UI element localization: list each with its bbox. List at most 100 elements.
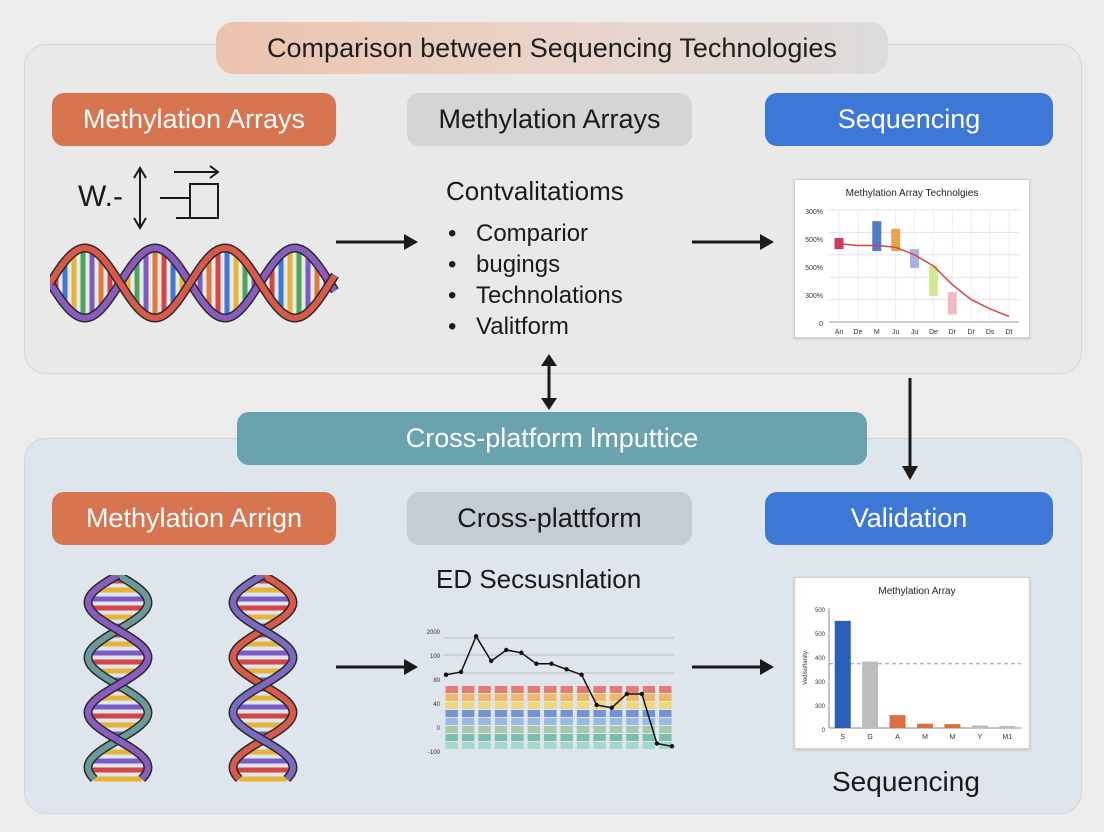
heatmap-cell — [659, 686, 672, 693]
y-tick-label: 300 — [815, 680, 826, 686]
heatmap-cell — [626, 734, 639, 741]
x-tick-label: S — [840, 734, 845, 741]
heatmap-cell — [461, 694, 475, 701]
data-point — [654, 741, 660, 746]
x-tick-label: M1 — [1002, 734, 1012, 741]
bar-chart: Methylation ArrayVedlsoflanity5005004003… — [803, 586, 1021, 741]
heatmap-cell — [626, 742, 639, 749]
heatmap-cell — [494, 718, 508, 725]
sketch-symbol-icon: W.- — [78, 165, 220, 230]
x-tick-label: A — [895, 734, 900, 741]
heat-chart-title: ED Secsusnlation — [436, 564, 642, 594]
x-tick-label: G — [867, 734, 872, 741]
heatmap-cell — [576, 702, 590, 709]
heatmap-cell — [445, 702, 458, 709]
heatmap-cell — [626, 702, 639, 709]
heatmap-cell — [560, 702, 573, 709]
data-point — [458, 669, 464, 675]
heatmap-cell — [494, 686, 508, 693]
arrow-right-icon — [336, 234, 418, 250]
bar — [917, 723, 933, 728]
bar — [999, 725, 1016, 728]
heatmap-cell — [609, 702, 623, 709]
heatmap-cell — [593, 718, 606, 725]
heatmap-cell — [527, 694, 541, 701]
heatmap-cell — [461, 726, 475, 733]
heatmap-cell — [494, 726, 508, 733]
y-tick-label: 300 — [815, 704, 826, 710]
heatmap-cell — [445, 710, 458, 717]
heatmap-cell — [527, 734, 541, 741]
list-item: Technolations — [448, 280, 623, 311]
x-tick-label: Dr — [968, 329, 976, 336]
heatmap-cell — [494, 710, 508, 717]
heatmap-cell — [461, 702, 475, 709]
y-tick-label: 0 — [819, 321, 823, 328]
data-point — [473, 634, 479, 639]
heatmap-cell — [511, 718, 524, 725]
heatmap-cell — [544, 734, 557, 741]
heatmap-cell — [544, 694, 557, 701]
arrow-right-icon — [336, 659, 418, 675]
heatmap-cell — [527, 710, 541, 717]
y-tick-label: 40 — [433, 702, 440, 708]
sketch-label: W.- — [78, 180, 123, 213]
heatmap-cell — [478, 702, 491, 709]
dna-helix-vertical-icon — [228, 575, 298, 783]
heatmap-cell — [445, 694, 458, 701]
x-tick-label: Ju — [892, 329, 900, 336]
heatmap-cell — [544, 686, 557, 693]
heatmap-cell — [511, 742, 524, 749]
double-arrow-vertical-icon — [541, 354, 557, 410]
x-tick-label: Dr — [949, 329, 957, 336]
data-point — [579, 672, 584, 677]
line-box-chart: Methylation Array Technolgies300%500%500… — [805, 188, 1019, 336]
heatmap-cell — [642, 710, 656, 717]
heatmap-cell — [659, 734, 672, 741]
label-sequencing-top: Sequencing — [765, 93, 1053, 146]
heatmap-cell — [527, 742, 541, 749]
x-tick-label: M — [874, 329, 880, 336]
heatmap-cell — [593, 742, 606, 749]
bar — [862, 661, 879, 728]
heatmap-cell — [494, 694, 508, 701]
heatmap-cell — [478, 686, 491, 693]
y-tick-label: 100 — [430, 654, 441, 660]
center-label: Cross-platform lmputtice — [237, 412, 867, 465]
heatmap-cell — [609, 694, 623, 701]
box-mark — [928, 266, 938, 296]
heatmap-cell — [544, 710, 557, 717]
heatmap-cell — [659, 710, 672, 717]
dna-strand — [84, 575, 152, 782]
heatmap-cell — [576, 734, 590, 741]
x-tick-label: Y — [978, 734, 983, 741]
heatmap-cell — [527, 726, 541, 733]
label-methylation-arrays-mid: Methylation Arrays — [407, 93, 692, 146]
heatmap-cell — [445, 718, 458, 725]
y-tick-label: 500% — [805, 265, 823, 272]
heatmap-cell — [609, 726, 623, 733]
data-point — [443, 672, 449, 677]
heatmap-cell — [642, 686, 656, 693]
heatmap-cell — [511, 702, 524, 709]
box-mark — [947, 292, 957, 315]
y-tick-label: 2000 — [427, 630, 441, 636]
x-tick-label: De — [929, 329, 938, 336]
heatmap-cell — [659, 694, 672, 701]
heatmap-cell — [461, 686, 475, 693]
heatmap-cell — [478, 710, 491, 717]
data-point — [594, 702, 599, 708]
data-point — [609, 705, 614, 710]
x-tick-label: An — [835, 329, 844, 336]
dna-strand — [229, 575, 297, 782]
chart-title: Methylation Array Technolgies — [846, 188, 979, 199]
heatmap-cell — [576, 694, 590, 701]
heatmap-cell — [511, 726, 524, 733]
heatmap-cell — [478, 734, 491, 741]
heatmap-cell — [511, 710, 524, 717]
heatmap-cell — [609, 718, 623, 725]
heatmap-cell — [544, 702, 557, 709]
y-tick-label: -100 — [428, 750, 441, 756]
